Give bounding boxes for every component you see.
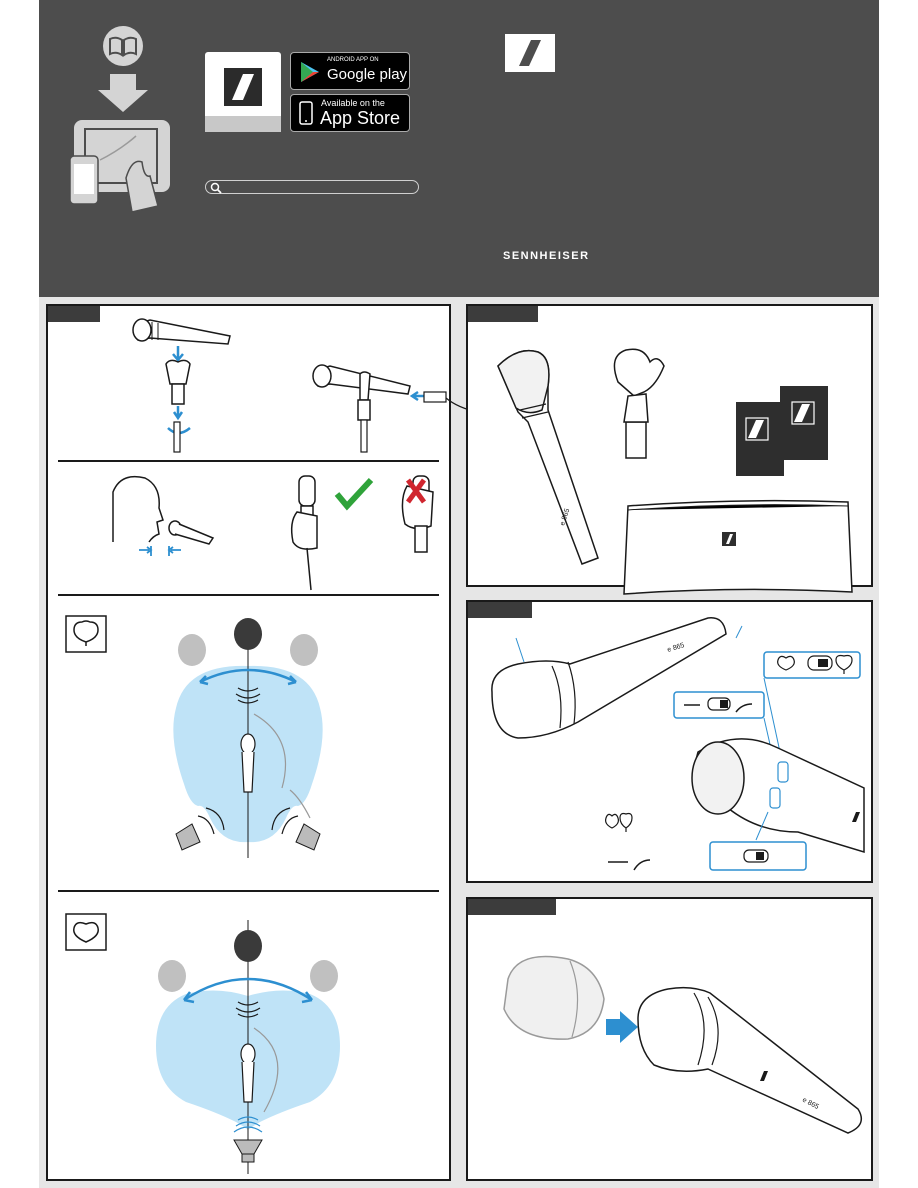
cardioid-icon [605,813,619,829]
sennheiser-logo-icon [852,812,860,822]
usage-panel [46,304,479,1181]
app-store-badge[interactable]: Available on the App Store [290,94,410,132]
phone-icon [69,155,99,205]
callout-line [755,811,769,841]
stand-pole [173,421,181,453]
cardioid-pattern-diagram [65,913,340,1174]
product-overview-panel: e 865 [466,600,873,883]
mounting-illustration [132,318,479,453]
microphone-upright [240,733,256,793]
app-store-large-text: App Store [320,108,401,128]
documentation-booklets [736,386,828,476]
carrying-pouch [623,499,853,595]
angle-arc [253,1027,279,1113]
distance-indicator [139,546,181,556]
pickup-arc-arrow [183,977,313,1002]
section-divider [58,594,439,596]
speaker-right [271,807,321,851]
google-play-small-text: ANDROID APP ON [327,57,379,63]
package-contents-illustration: e 865 [497,348,853,595]
angle-arc [253,713,286,789]
supercardioid-icon [65,615,107,653]
legend-lowcut-icon [608,859,651,871]
google-play-badge[interactable]: ANDROID APP ON Google play [290,52,410,90]
pattern-switch-callout [763,651,861,679]
manual-book-icon [103,26,143,66]
left-arrow-icon [409,390,424,402]
iphone-icon [299,101,313,125]
microphone-e865-side: e 865 [491,617,727,739]
microphone-in-clamp [312,364,411,453]
download-arrow-icon [98,74,148,112]
listener-head-right [290,634,318,666]
microphone-e865: e 865 [637,986,863,1134]
distance-grip-illustration [112,475,434,591]
sound-waves [235,687,261,704]
microphone-upright [240,1043,256,1103]
google-play-large-text: Google play [327,66,408,83]
listener-head-left [158,960,186,992]
clamp-holder [165,359,191,405]
down-arrow-icon [172,406,184,421]
callout-line [515,637,525,663]
sennheiser-logo-icon [224,68,262,106]
supercardioid-icon [619,812,633,832]
microphone-handheld [132,318,231,345]
app-tile[interactable] [205,52,281,132]
foam-windscreen [503,955,605,1040]
sennheiser-logo-icon [760,1071,768,1081]
listener-head-left [178,634,206,666]
cardioid-icon [65,913,107,951]
lowcut-switch-callout [673,691,765,719]
section-tab [468,602,532,618]
supercardioid-icon [835,654,853,674]
sennheiser-logo-icon [505,34,555,72]
legend-pattern-icons [605,812,633,832]
speaker-left [175,807,225,851]
down-arrow-icon [172,346,184,362]
section-divider [58,460,439,462]
section-tab [48,306,100,322]
section-tab [468,899,556,915]
header-band [39,0,879,297]
manual-to-device-illustration [69,26,170,213]
cross-icon [405,478,427,504]
listener-head-center [234,930,262,962]
search-input[interactable] [205,180,419,194]
microphone-switch-closeup [691,738,865,854]
product-overview-illustration: e 865 [491,617,865,871]
brand-name: SENNHEISER [503,250,590,262]
package-contents-panel: e 865 [466,304,873,595]
sound-waves [233,1116,263,1133]
callout-line [735,625,743,639]
windscreen-panel: e 865 [466,897,873,1181]
model-mark: e 865 [667,642,686,654]
listener-head-right [310,960,338,992]
power-switch-callout [709,841,807,871]
pickup-arc-arrow [199,668,297,684]
callout-line [763,677,781,753]
sound-waves [235,1001,261,1018]
clamp-holder [613,348,665,459]
speaker-bottom [233,1139,263,1163]
play-triangle-icon [301,62,319,82]
section-tab [468,306,538,322]
singer-head [112,475,164,543]
search-icon [210,182,222,194]
sennheiser-logo-icon [748,420,764,438]
section-divider [58,890,439,892]
listener-head-center [234,618,262,650]
correct-grip [290,475,318,591]
checkmark-icon [334,477,374,511]
cardioid-icon [777,655,795,671]
supercardioid-pattern-diagram [65,615,323,858]
app-store-small-text: Available on the [321,98,385,108]
microphone-e865: e 865 [497,349,599,565]
attach-arrow-icon [606,1011,638,1043]
microphone-handheld [168,520,215,545]
angle-arc [289,789,311,819]
windscreen-illustration: e 865 [503,955,863,1134]
